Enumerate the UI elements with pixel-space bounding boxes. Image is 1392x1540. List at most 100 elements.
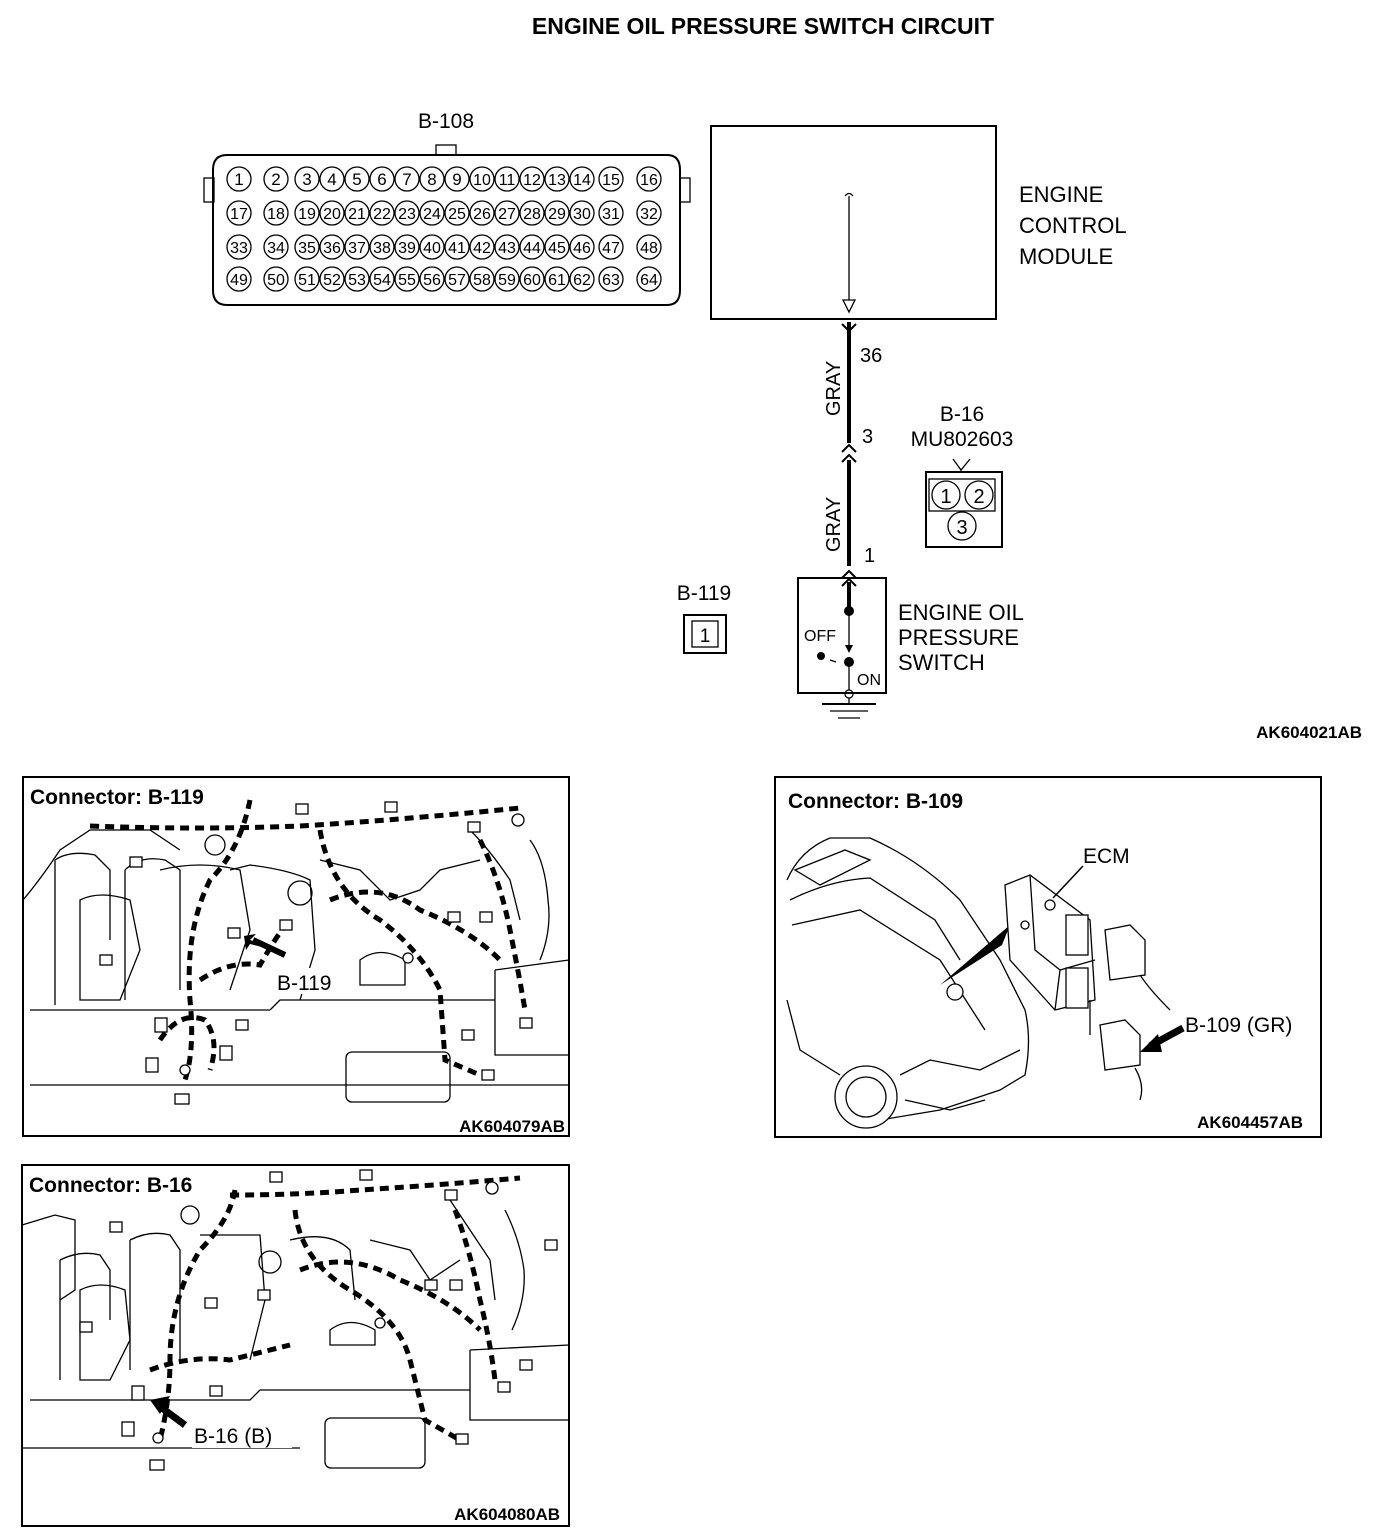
b108-pin-number: 5 [352, 170, 361, 189]
b108-pin-circle [636, 234, 662, 260]
b108-pin-number: 45 [548, 240, 566, 257]
b108-pin-number: 60 [523, 272, 541, 289]
b108-pin-number: 32 [640, 206, 658, 223]
b108-pin-circle [344, 266, 370, 292]
panel-b109-callout: B-109 (GR) [1185, 1014, 1292, 1037]
b108-pin-number: 54 [373, 272, 391, 289]
b108-pin-circle [319, 266, 345, 292]
b108-pin-number: 19 [298, 206, 316, 223]
b108-pin-number: 26 [473, 206, 491, 223]
b108-pin-number: 29 [548, 206, 566, 223]
switch-label-line2: PRESSURE [898, 625, 1019, 650]
ecm-label-line3: MODULE [1019, 244, 1113, 269]
panel-b119-callout: B-119 [277, 972, 331, 995]
b108-pin-circle [494, 200, 520, 226]
b108-pin-number: 62 [573, 272, 591, 289]
b108-pin-number: 36 [323, 240, 341, 257]
pin-switch-number: 1 [864, 545, 875, 567]
b108-pin-number: 33 [230, 240, 248, 257]
b108-pin-number: 25 [448, 206, 466, 223]
panel-b109-ecm-label: ECM [1083, 845, 1130, 868]
panel-connector-b109: Connector: B-109 ECM B-109 (GR) AK604457… [774, 776, 1322, 1138]
b108-pin-number: 46 [573, 240, 591, 257]
connector-b16-symbol: B-16 MU802603 1 2 3 [911, 403, 1013, 548]
b108-pin-circle [319, 166, 345, 192]
b108-pin-number: 6 [377, 170, 386, 189]
b108-pin-circle [319, 234, 345, 260]
b108-pin-circle [394, 234, 420, 260]
b108-pin-number: 58 [473, 272, 491, 289]
b108-pin-circle [226, 166, 252, 192]
b108-pin-number: 55 [398, 272, 416, 289]
b108-pin-circle [636, 266, 662, 292]
b108-pin-number: 43 [498, 240, 516, 257]
b108-pin-number: 2 [271, 170, 280, 189]
b108-pin-circle [419, 166, 445, 192]
b108-pin-number: 20 [323, 206, 341, 223]
connector-b16-label: B-16 [940, 403, 984, 426]
b108-pin-circle [263, 166, 289, 192]
b108-pin-number: 52 [323, 272, 341, 289]
b108-pin-circle [263, 200, 289, 226]
b108-pin-circle [294, 200, 320, 226]
b108-pin-number: 51 [298, 272, 316, 289]
b108-pin-number: 13 [548, 172, 566, 189]
b108-pin-circle [369, 200, 395, 226]
b108-pin-circle [636, 166, 662, 192]
b108-pin-circle [494, 166, 520, 192]
b108-pin-circle [419, 266, 445, 292]
b108-pin-number: 22 [373, 206, 391, 223]
b108-pin-circle [519, 234, 545, 260]
b108-pin-number: 56 [423, 272, 441, 289]
b108-pin-circle [544, 266, 570, 292]
b108-pin-circle [469, 234, 495, 260]
b108-pin-number: 9 [452, 170, 461, 189]
b108-pin-circle [469, 266, 495, 292]
panel-connector-b16: Connector: B-16 B-16 (B) AK604080AB [21, 1164, 570, 1527]
b108-pin-number: 24 [423, 206, 441, 223]
b108-pin-number: 23 [398, 206, 416, 223]
b108-pin-circle [494, 266, 520, 292]
b108-pin-circle [544, 200, 570, 226]
panel-b16-title: Connector: B-16 [29, 1174, 192, 1197]
b108-pin-circle [444, 200, 470, 226]
b108-pin-circle [598, 234, 624, 260]
b108-pin-number: 63 [602, 272, 620, 289]
b16-pin-1: 1 [940, 486, 951, 508]
b108-pin-number: 41 [448, 240, 466, 257]
b108-pin-circle [469, 200, 495, 226]
b119-pin-1: 1 [700, 626, 711, 647]
switch-off-label: OFF [804, 628, 836, 645]
pin-connector-number: 3 [862, 426, 873, 448]
figure-code-b119: AK604079AB [459, 1117, 565, 1136]
panel-b109-title: Connector: B-109 [788, 790, 963, 813]
ecm-label-line2: CONTROL [1019, 213, 1127, 238]
b108-pin-number: 47 [602, 240, 620, 257]
b108-pin-number: 30 [573, 206, 591, 223]
b108-pin-circle [369, 266, 395, 292]
b108-pin-number: 31 [602, 206, 620, 223]
b108-pin-circle [444, 234, 470, 260]
b108-pin-circle [569, 234, 595, 260]
engine-control-module: ENGINE CONTROL MODULE [710, 125, 1127, 320]
b108-pin-circle [598, 266, 624, 292]
b108-pin-number: 7 [402, 170, 411, 189]
b108-pin-circle [444, 166, 470, 192]
pin-36-chevron [841, 323, 857, 333]
b108-pin-number: 53 [348, 272, 366, 289]
b108-pin-circle [519, 200, 545, 226]
b108-pin-number: 16 [640, 172, 658, 189]
b108-pin-number: 40 [423, 240, 441, 257]
b108-pin-number: 1 [234, 170, 243, 189]
b108-pin-circle [598, 166, 624, 192]
switch-label-line3: SWITCH [898, 650, 985, 675]
b108-pin-number: 18 [267, 206, 285, 223]
signal-wire: GRAY GRAY 36 3 1 [823, 322, 882, 612]
b108-pin-circle [569, 200, 595, 226]
b108-pin-number: 57 [448, 272, 466, 289]
b108-pin-circle [544, 166, 570, 192]
b108-pin-circle [394, 200, 420, 226]
oil-pressure-switch: OFF ON ENGINE OIL PRESSURE SWITCH [797, 577, 1024, 719]
